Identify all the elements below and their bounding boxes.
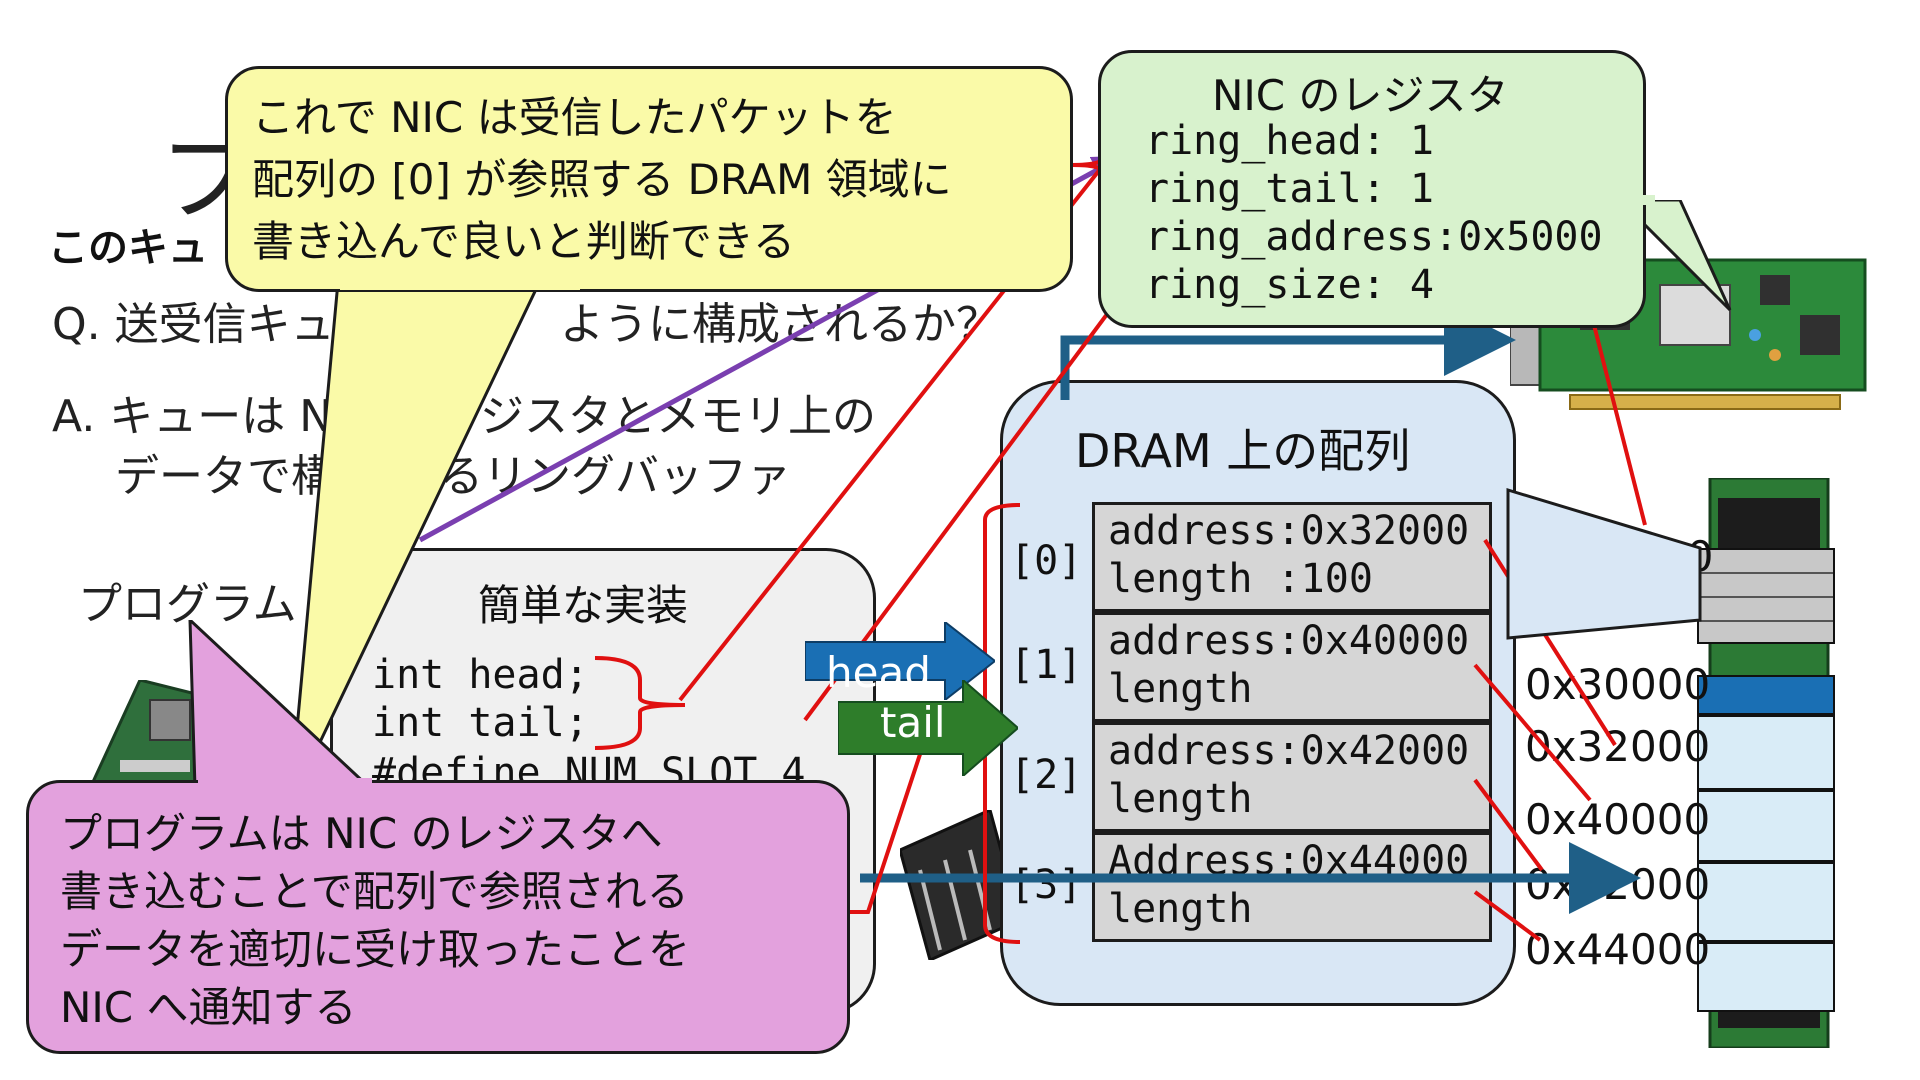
dram-slot-3	[1092, 832, 1492, 942]
pink-callout-line-3: データを適切に受け取ったことを	[60, 925, 691, 974]
pink-explanation-callout	[26, 780, 850, 1054]
answer-line2-end: れるリングバッファ	[395, 451, 791, 502]
question-text-start: Q. 送受信キュ	[52, 299, 335, 350]
head-pointer-label: head	[826, 648, 931, 697]
slot-1-index: [1]	[1010, 642, 1083, 688]
address-label-0x30000: 0x30000	[1525, 660, 1711, 709]
code-bracket	[594, 656, 686, 750]
callout-tail-cover	[1615, 195, 1655, 205]
slot-0-index: [0]	[1010, 538, 1083, 584]
pink-callout-pointer	[188, 620, 374, 790]
dram-slot-0	[1092, 502, 1492, 612]
program-label: プログラム	[78, 579, 297, 630]
cpu-chip-icon	[898, 807, 1022, 963]
slot-0-length: length :100	[1108, 556, 1373, 602]
slot-3-index: [3]	[1010, 862, 1083, 908]
yellow-callout-line-1: これで NIC は受信したパケットを	[252, 93, 897, 142]
pink-callout-line-4: NIC へ通知する	[60, 983, 357, 1032]
memory-cell-0x32000	[1697, 715, 1835, 790]
dram-array-title: DRAM 上の配列	[1075, 424, 1411, 478]
code-line-tail: int tail;	[372, 700, 589, 746]
connector-slot2	[1473, 778, 1544, 872]
answer-line2-start: データで構	[115, 451, 335, 502]
memory-cell-ring-descriptor	[1697, 548, 1835, 644]
nic-register-title: NIC のレジスタ	[1212, 71, 1509, 120]
connector-slot3	[1473, 890, 1542, 942]
pink-callout-line-1: プログラムは NIC のレジスタへ	[60, 809, 663, 858]
register-ring-address: ring_address:0x5000	[1145, 214, 1603, 260]
nic-register-callout	[1098, 50, 1646, 328]
yellow-explanation-callout	[225, 66, 1073, 292]
head-pointer-arrow	[804, 619, 997, 703]
tail-pointer-label: tail	[880, 698, 946, 747]
memory-cell-0x40000	[1697, 790, 1835, 862]
dram-slot-1	[1092, 612, 1492, 722]
dram-slot-2	[1092, 722, 1492, 832]
memory-cell-0x30000	[1697, 675, 1835, 715]
pink-callout-line-2: 書き込むことで配列で参照される	[60, 867, 689, 916]
connector-slot1	[1473, 663, 1592, 802]
register-ring-head: ring_head: 1	[1145, 118, 1434, 164]
pink-callout-seam	[198, 778, 372, 784]
address-label-0x44000: 0x44000	[1525, 925, 1711, 974]
slot-2-index: [2]	[1010, 752, 1083, 798]
slide-subheading: このキュ	[48, 225, 208, 271]
yellow-callout-pointer	[288, 260, 552, 806]
slot-1-length: length	[1108, 666, 1253, 712]
register-ring-tail: ring_tail: 1	[1145, 166, 1434, 212]
code-panel-title: 簡単な実装	[478, 581, 689, 630]
tail-pointer-arrow	[837, 677, 1020, 779]
yellow-callout-line-2: 配列の [0] が参照する DRAM 領域に	[252, 155, 952, 204]
memory-cell-0x42000	[1697, 862, 1835, 942]
connector-code-to-array	[850, 729, 930, 914]
slot-2-address: address:0x42000	[1108, 728, 1470, 774]
yellow-callout-line-3: 書き込んで良いと判断できる	[252, 217, 796, 266]
dram-panel-pointer	[1506, 487, 1702, 640]
register-ring-size: ring_size: 4	[1145, 262, 1434, 308]
slot-1-address: address:0x40000	[1108, 618, 1470, 664]
slot-2-length: length	[1108, 776, 1253, 822]
nic-register-callout-tail	[1620, 200, 1732, 312]
answer-text-start: A. キューは N	[52, 391, 333, 442]
address-label-0x40000: 0x40000	[1525, 795, 1711, 844]
code-line-head: int head;	[372, 652, 589, 698]
bus-arrow-to-nic	[1060, 304, 1516, 400]
slot-3-length: length	[1108, 886, 1253, 932]
slot-0-address: address:0x32000	[1108, 508, 1470, 554]
yellow-callout-seam	[340, 284, 580, 290]
memory-cell-0x44000	[1697, 942, 1835, 1012]
